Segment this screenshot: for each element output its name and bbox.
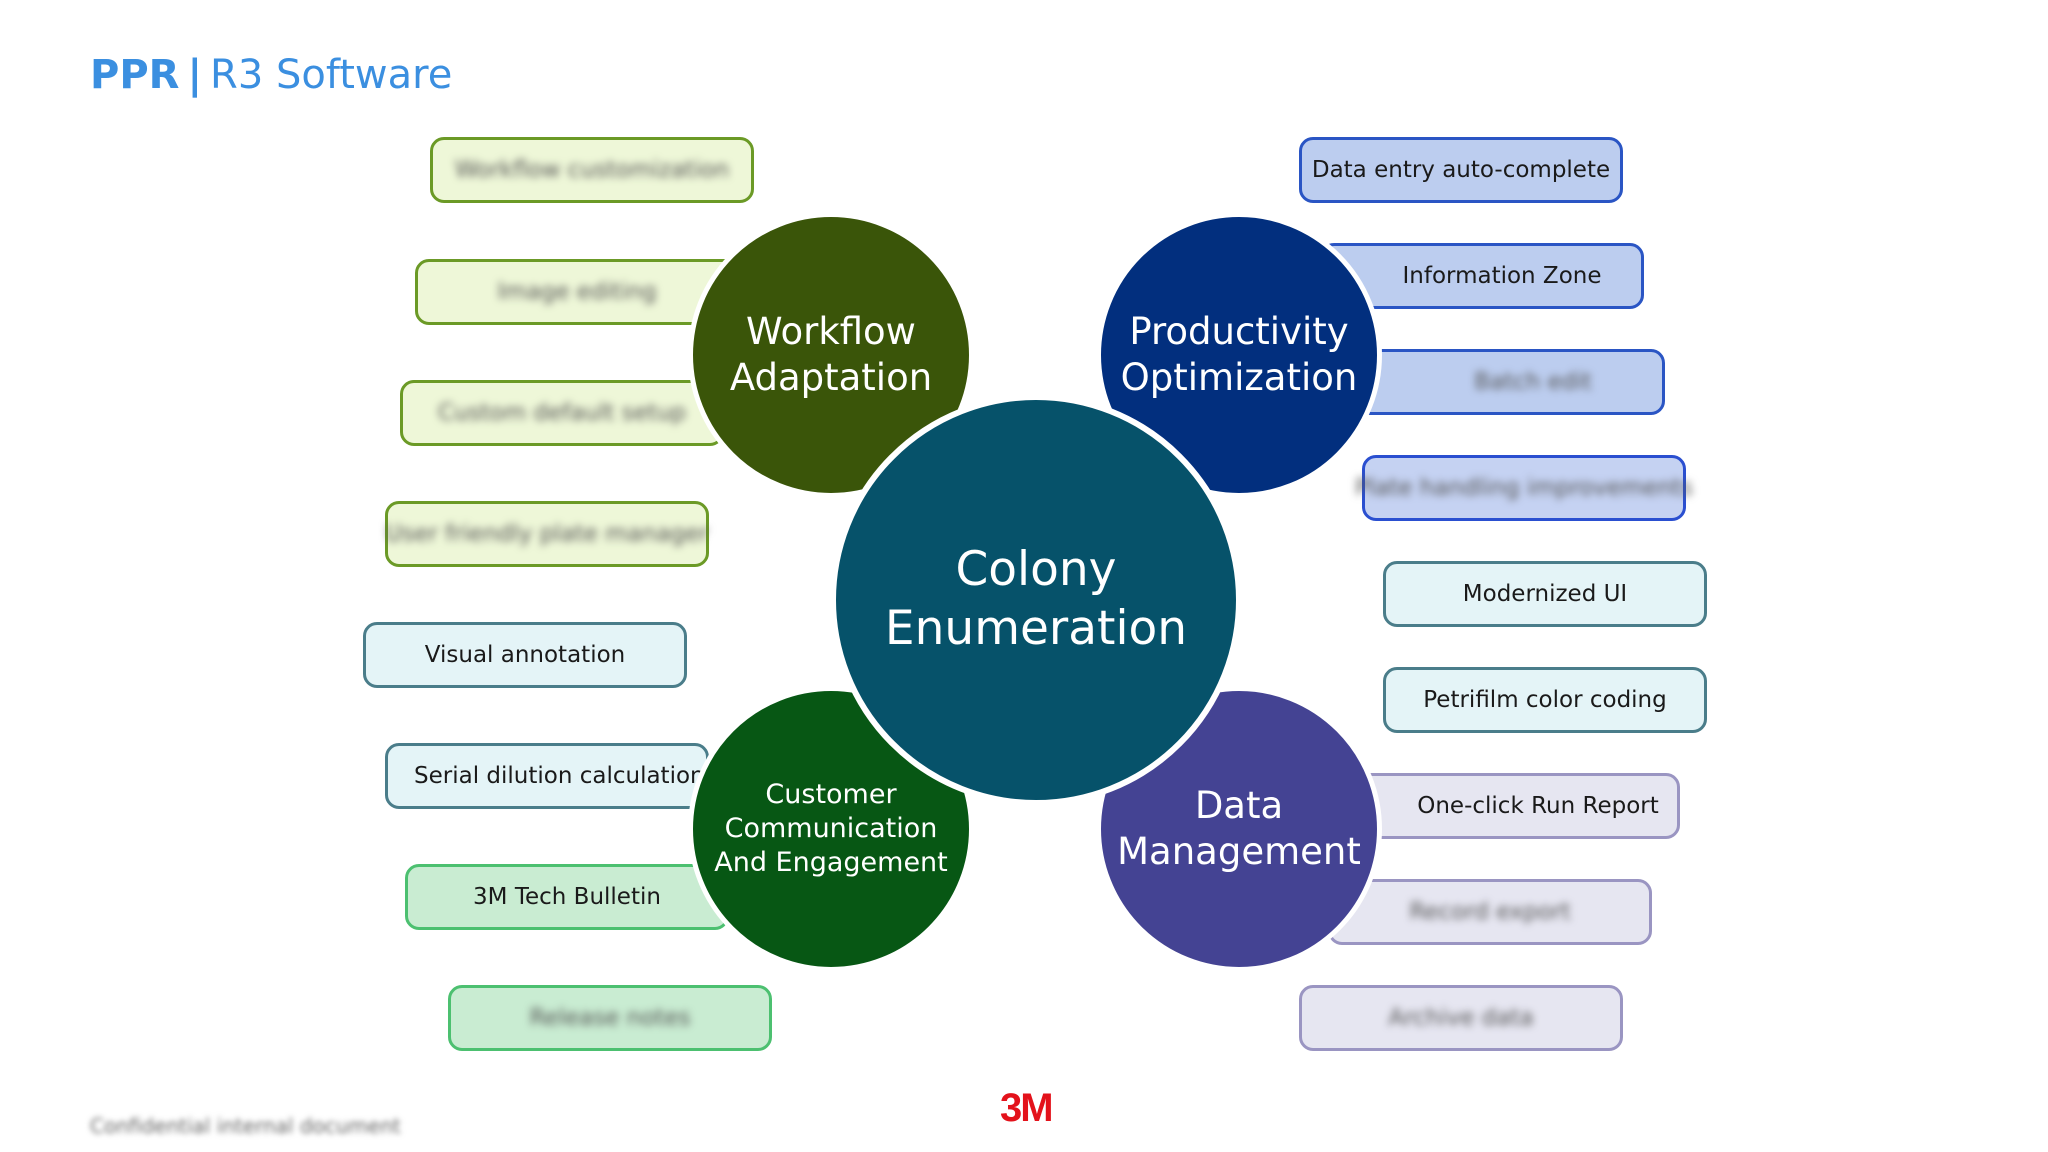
title-brand: PPR	[90, 52, 180, 98]
feature-pill-right-9: Archive data	[1299, 985, 1623, 1051]
title-separator: |	[187, 52, 203, 98]
feature-pill-right-8: Record export	[1328, 879, 1652, 945]
feature-pill-left-2: Image editing	[415, 259, 739, 325]
feature-pill-left-1: Workflow customization	[430, 137, 754, 203]
hub-productivity-optimization: Productivity Optimization	[1096, 212, 1382, 498]
feature-pill-run-report: One-click Run Report	[1356, 773, 1680, 839]
feature-pill-information-zone: Information Zone	[1320, 243, 1644, 309]
feature-pill-serial-dilution: Serial dilution calculation	[385, 743, 709, 809]
hub-label: Customer Communication And Engagement	[714, 779, 948, 878]
footer-note: Confidential internal document	[90, 1114, 401, 1138]
hub-label: Workflow Adaptation	[729, 309, 933, 399]
feature-pill-data-entry: Data entry auto-complete	[1299, 137, 1623, 203]
feature-pill-modernized-ui: Modernized UI	[1383, 561, 1707, 627]
page-title: PPR|R3 Software	[90, 52, 452, 98]
feature-pill-visual-annotation: Visual annotation	[363, 622, 687, 688]
feature-pill-right-3: Batch edit	[1341, 349, 1665, 415]
feature-pill-tech-bulletin: 3M Tech Bulletin	[405, 864, 729, 930]
title-subtitle: R3 Software	[210, 52, 453, 98]
feature-pill-petrifilm-color: Petrifilm color coding	[1383, 667, 1707, 733]
feature-pill-left-3: Custom default setup	[400, 380, 724, 446]
feature-pill-right-4: Plate handling improvements	[1355, 455, 1693, 521]
hub-label: Data Management	[1117, 783, 1361, 873]
company-logo: 3M	[1000, 1086, 1054, 1130]
feature-pill-left-4: User friendly plate manager	[385, 501, 709, 567]
hub-label: Productivity Optimization	[1120, 309, 1358, 399]
center-colony-enumeration: Colony Enumeration	[830, 394, 1242, 806]
feature-pill-left-8: Release notes	[448, 985, 772, 1051]
center-label: Colony Enumeration	[884, 542, 1188, 656]
